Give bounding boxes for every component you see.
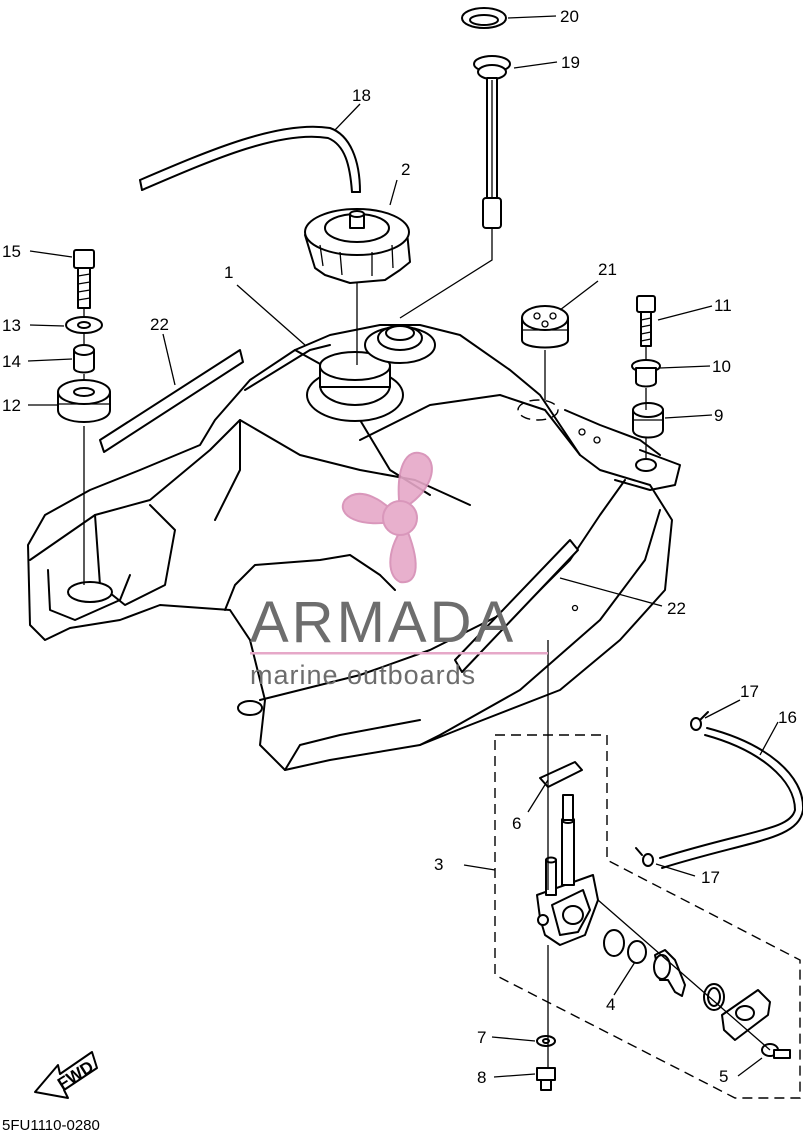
tank-inner-edge [244,344,331,391]
fuel-tank [27,324,681,771]
callout-1: 1 [224,263,233,282]
callout-7: 7 [477,1028,486,1047]
callout-12: 12 [2,396,21,415]
callout-16: 16 [778,708,797,727]
callout-leaders [27,15,779,1078]
callout-21: 21 [598,260,617,279]
grommet-left [57,379,111,423]
callout-22-right: 22 [667,599,686,618]
fwd-arrow: FWD [34,1051,98,1099]
callout-17-upper: 17 [740,682,759,701]
fuel-cap [304,208,411,284]
washer-7 [536,1035,556,1047]
callout-6: 6 [512,814,521,833]
damper-tape-right [454,539,579,673]
callout-22-left: 22 [150,315,169,334]
tank-damper [521,305,569,349]
callout-19: 19 [561,53,580,72]
fuel-cock [536,794,599,946]
watermark-name: ARMADA [250,590,516,655]
fuel-cock-assy-outline [494,734,801,1099]
armada-watermark: ARMADA marine outboards [250,452,548,690]
callout-15: 15 [2,242,21,261]
washer-left [65,316,103,334]
fuel-cock-lever-parts [603,929,771,1041]
callout-20: 20 [560,7,579,26]
collar-left [73,344,95,374]
fuel-gauge-sender [473,55,511,240]
propeller-logo-icon [342,452,433,584]
sender-grommet [461,7,507,29]
callout-4: 4 [606,995,615,1014]
callout-labels: 1 2 3 4 5 6 7 8 9 10 11 12 13 14 15 16 1… [2,7,797,1087]
collar-right [631,359,661,388]
hose-clip-lower [635,847,654,867]
hose-clip-upper [690,711,709,731]
callout-5: 5 [719,1067,728,1086]
callout-11: 11 [714,296,732,315]
callout-2: 2 [401,160,410,179]
callout-18: 18 [352,86,371,105]
grommet-right [632,402,664,439]
watermark-rule [250,652,548,655]
damper-tape-left [99,349,244,453]
bolt-left [73,249,95,309]
breather-hose [139,125,361,193]
assembly-lines [83,240,771,1068]
callout-8: 8 [477,1068,486,1087]
drain-bolt-8 [536,1067,556,1091]
callout-13: 13 [2,316,21,335]
callout-10: 10 [712,357,731,376]
fuel-hose [659,727,803,869]
callout-3: 3 [434,855,443,874]
drawing-code: 5FU1110-0280 [2,1117,100,1133]
callout-17-lower: 17 [701,868,720,887]
callout-9: 9 [714,406,723,425]
callout-14: 14 [2,352,21,371]
bolt-right [636,295,656,347]
watermark-tagline: marine outboards [250,660,476,690]
